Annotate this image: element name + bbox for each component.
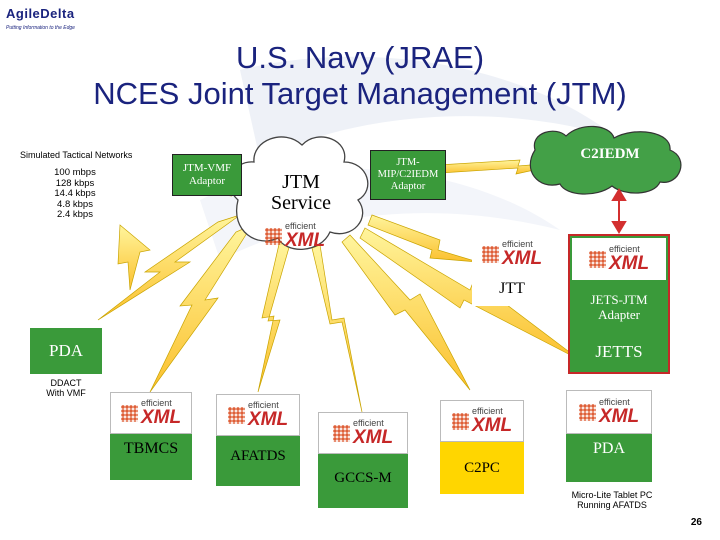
network-speed: 14.4 kbps [54, 188, 96, 199]
page-title-line2: NCES Joint Target Management (JTM) [93, 76, 627, 111]
microlite-line1: Micro-Lite Tablet PC [571, 490, 653, 500]
xml-text: XML [608, 253, 650, 274]
network-speed: 100 mbps [54, 167, 96, 178]
link-bolt-afatds [257, 239, 291, 393]
afatds-label: AFATDS [216, 436, 300, 486]
c2iedm-label[interactable]: C2IEDM [580, 146, 640, 162]
efficient-text: efficient [598, 397, 630, 407]
ddact-line1: DDACT [50, 378, 82, 388]
jetts-label: JETTS [595, 342, 643, 361]
efficient-text: efficient [471, 406, 503, 416]
link-bolt-net [117, 224, 151, 291]
microlite-caption: Micro-Lite Tablet PC Running AFATDS [552, 490, 672, 510]
agiledelta-logo: AgileDelta [6, 6, 75, 21]
jets-jtm-adapter: JETS-JTM Adapter [570, 292, 668, 322]
efficient-text: efficient [247, 400, 279, 410]
c2iedm-jets-arrow [611, 188, 627, 234]
jtm-mip-line2: MIP/C2IEDM [377, 169, 439, 180]
jtm-service-line1: JTM [282, 171, 320, 193]
xml-dots-icon [451, 412, 469, 430]
network-speed: 4.8 kbps [57, 198, 93, 210]
c2iedm-cloud [529, 125, 682, 195]
link-bolt-jtt [367, 214, 479, 263]
agiledelta-tagline: Putting Information to the Edge [6, 25, 75, 31]
xml-dots-icon [227, 406, 245, 424]
link-bolt-tbmcs [149, 224, 253, 393]
network-speed: 2.4 kbps [57, 209, 93, 220]
c2pc-label: C2PC [440, 442, 524, 494]
gccs-m-label: GCCS-M [318, 454, 408, 508]
network-speeds-list: 100 mbps 128 kbps 14.4 kbps 4.8 kbps 2.4… [30, 167, 120, 221]
pda-right-label: PDA [566, 434, 652, 482]
jtm-mip-c2iedm-adaptor[interactable]: JTM- MIP/C2IEDM Adaptor [370, 150, 446, 200]
efficient-text: efficient [284, 221, 316, 231]
page-title-line1: U.S. Navy (JRAE) [235, 40, 485, 75]
watermark-swirl [240, 56, 620, 160]
xml-text: XML [598, 406, 640, 427]
jtm-vmf-adaptor[interactable]: JTM-VMF Adaptor [172, 154, 242, 196]
tbmcs-label: TBMCS [110, 434, 192, 480]
efficient-text: efficient [352, 418, 384, 428]
xml-text: XML [247, 409, 289, 430]
ddact-line2: With VMF [46, 388, 86, 398]
jtt-label: JTT [499, 280, 525, 297]
jtm-mip-line3: Adaptor [390, 181, 426, 192]
networks-title: Simulated Tactical Networks [20, 150, 133, 160]
xml-dots-icon [578, 403, 596, 421]
link-bolt-pda [97, 214, 241, 321]
xml-dots-icon [481, 245, 499, 263]
link-bolt-gccs [311, 244, 363, 413]
ddact-label: DDACT With VMF [36, 378, 96, 398]
xml-text: XML [501, 248, 543, 269]
xml-dots-icon [588, 250, 606, 268]
jtm-service-label: JTM Service [256, 172, 346, 214]
xml-text: XML [284, 230, 326, 251]
page-number: 26 [690, 517, 702, 528]
microlite-line2: Running AFATDS [577, 500, 647, 510]
jets-jtm-line1: JETS-JTM [590, 292, 648, 307]
jtm-service-line2: Service [271, 192, 331, 214]
jtm-vmf-line2: Adaptor [188, 175, 226, 187]
pda-left-node[interactable]: PDA [30, 328, 102, 374]
xml-text: XML [140, 407, 182, 428]
link-bolt-c2pc [341, 234, 471, 391]
xml-text: XML [352, 427, 394, 448]
xml-text: XML [471, 415, 513, 436]
link-bolt-pda-right [359, 227, 581, 361]
efficient-text: efficient [608, 244, 640, 254]
efficient-text: efficient [501, 239, 533, 249]
xml-dots-icon [332, 424, 350, 442]
jtm-mip-line1: JTM- [396, 157, 420, 168]
network-speed: 128 kbps [55, 177, 95, 189]
xml-dots-icon [120, 404, 138, 422]
jets-jtm-line2: Adapter [598, 307, 640, 322]
efficient-text: efficient [140, 398, 172, 408]
xml-dots-icon [264, 227, 282, 245]
jtm-vmf-line1: JTM-VMF [182, 162, 232, 174]
